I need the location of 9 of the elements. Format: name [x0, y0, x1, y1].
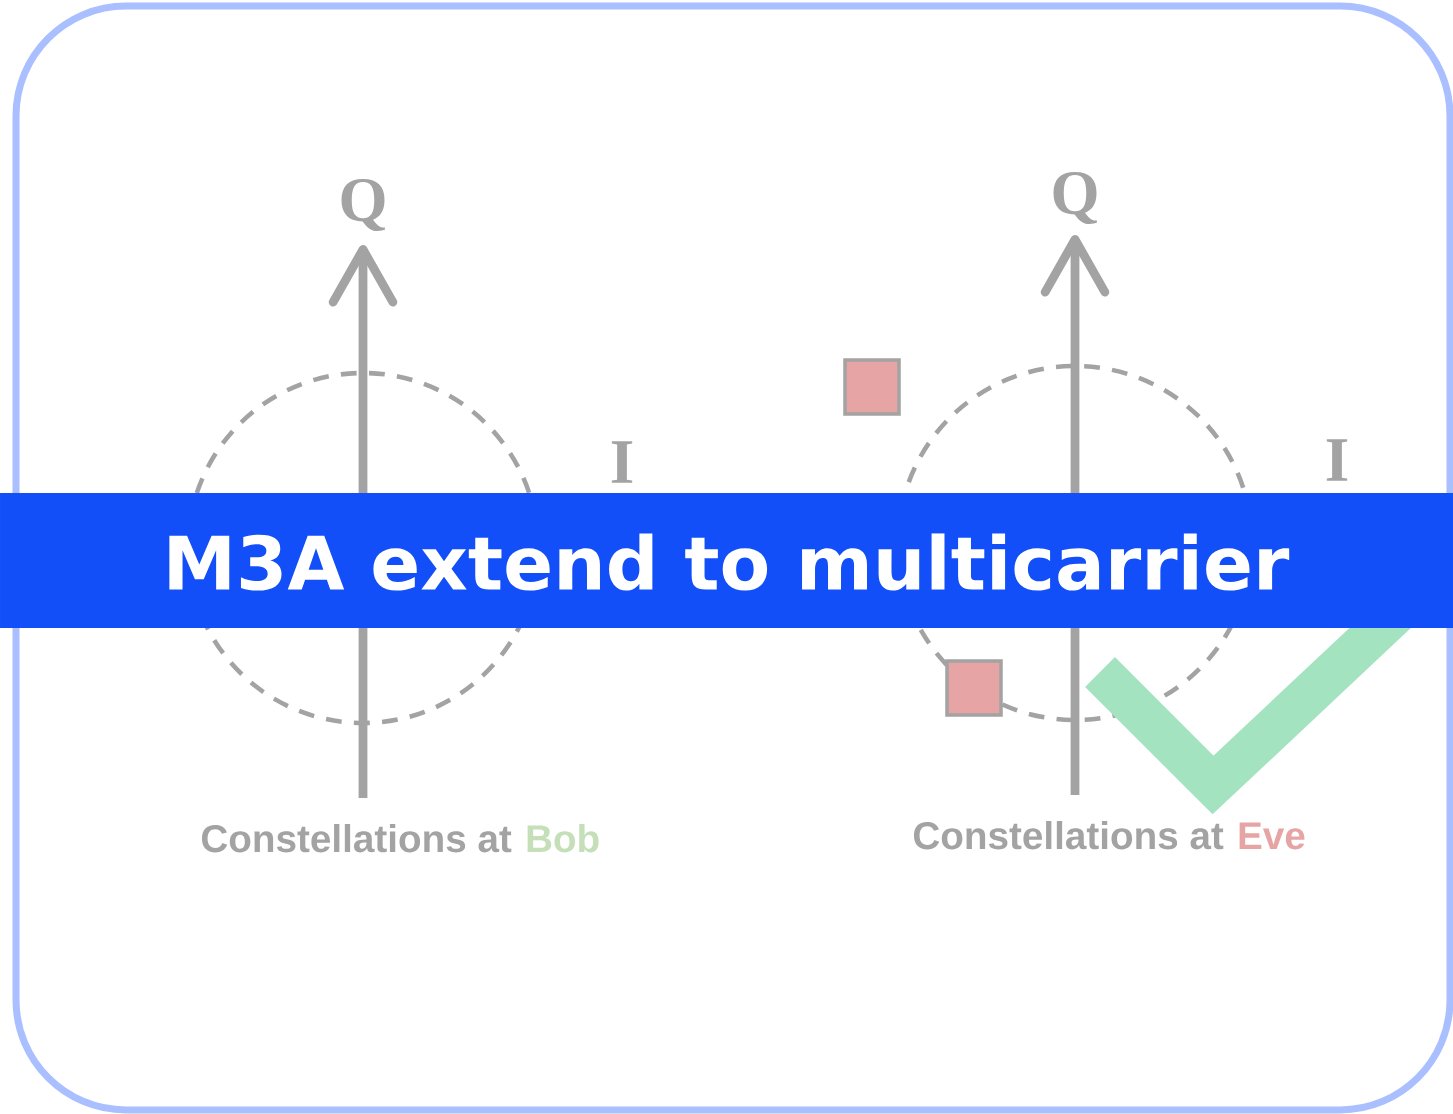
- title-banner: M3A extend to multicarrier: [0, 493, 1453, 628]
- axis-label: Q: [341, 178, 385, 232]
- caption: Constellations at: [913, 820, 1224, 850]
- axis-label: I: [611, 441, 633, 483]
- caption: Constellations at: [201, 823, 512, 853]
- axis-label: Q: [1053, 171, 1097, 225]
- axis-label: I: [1326, 439, 1348, 481]
- caption-name: Eve: [1239, 822, 1305, 850]
- caption-name: Bob: [527, 823, 599, 853]
